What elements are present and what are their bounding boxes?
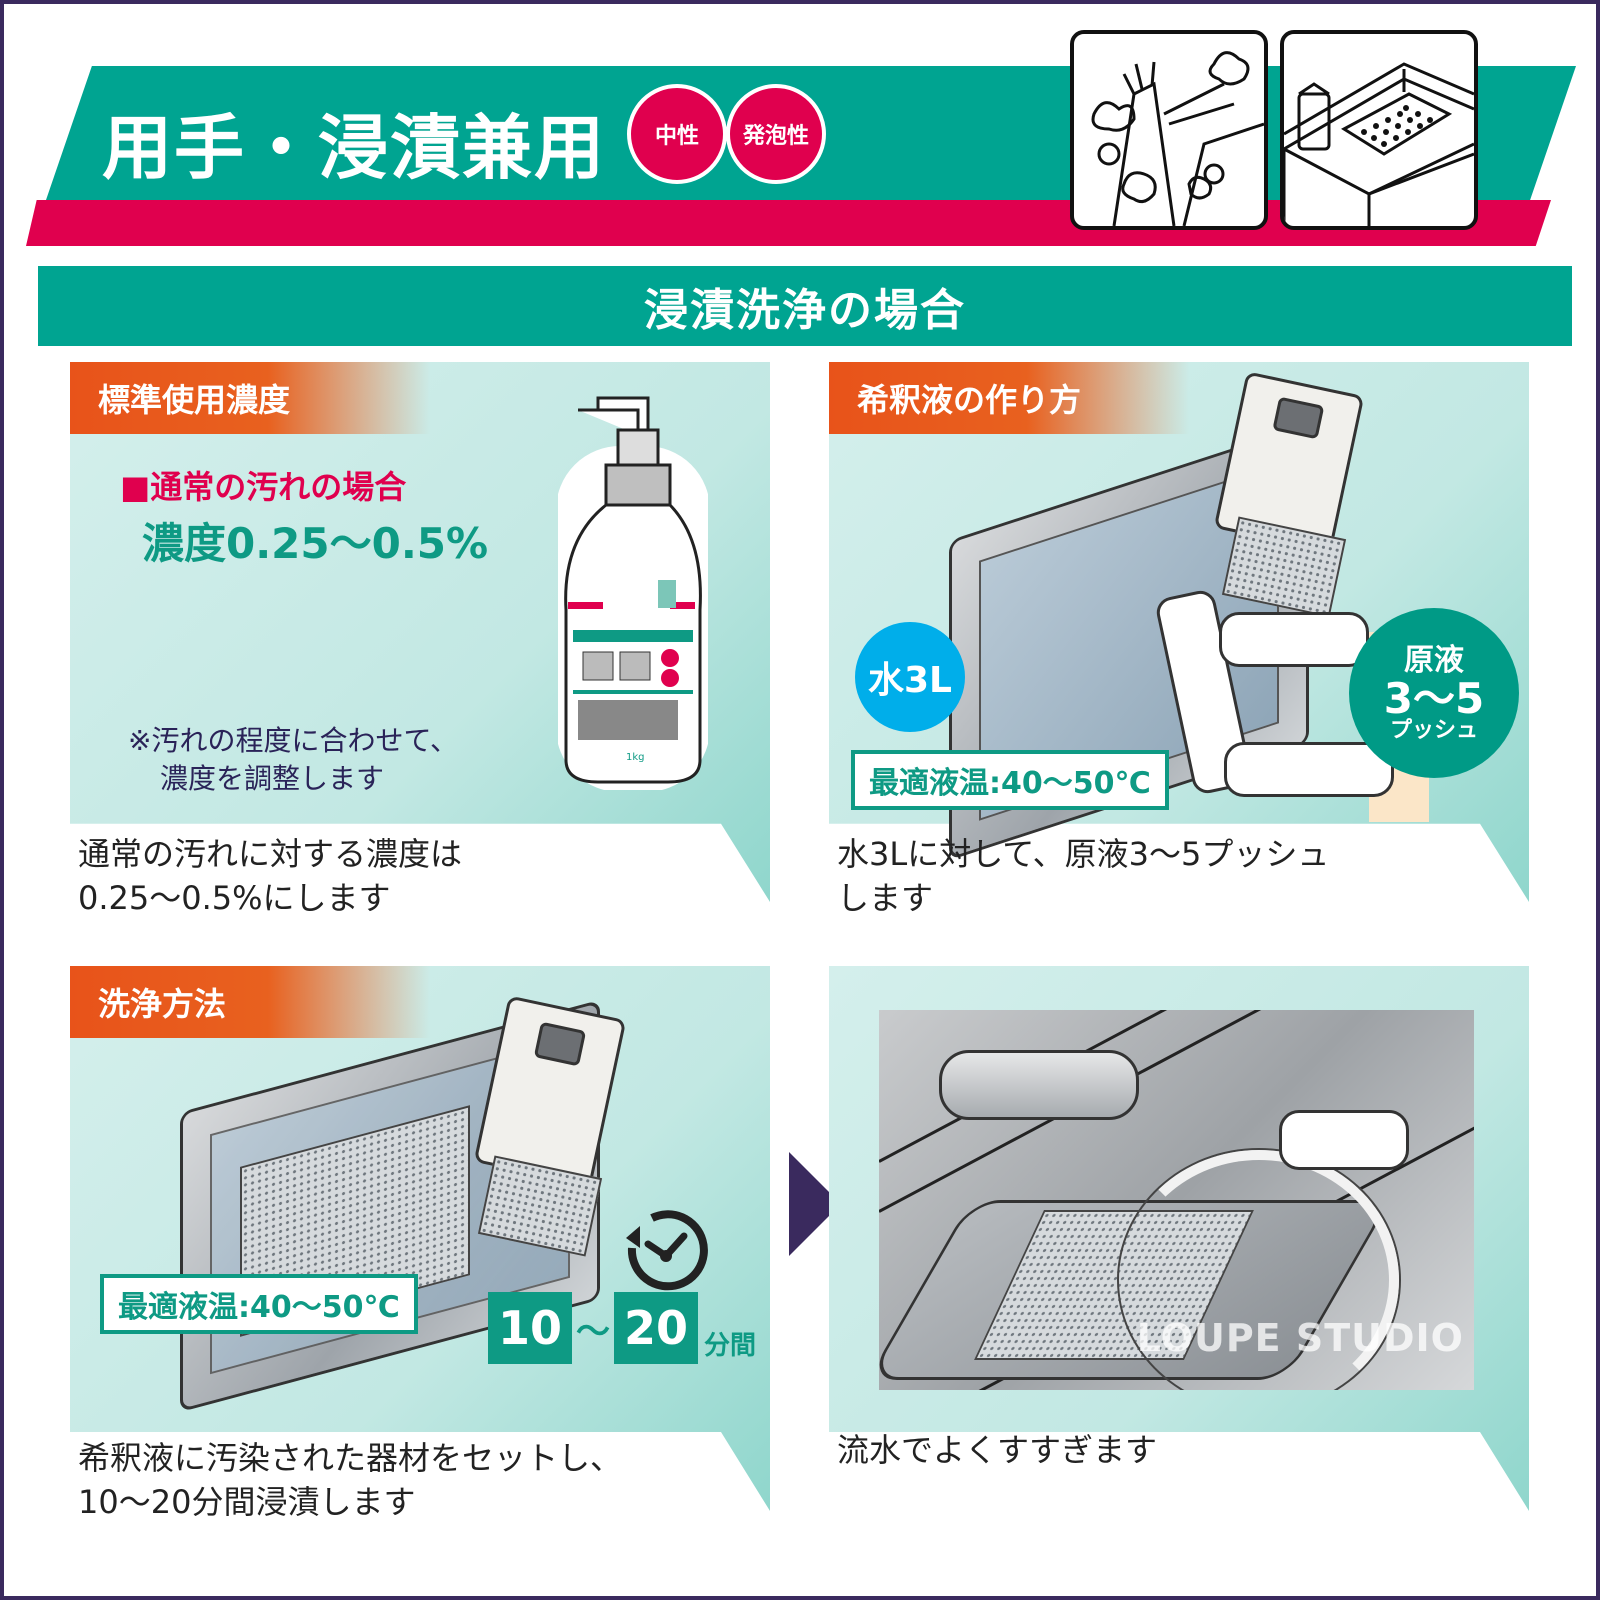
push-unit: プッシュ	[1389, 718, 1478, 743]
note-line: ※汚れの程度に合わせて、	[128, 724, 459, 757]
push-count: 3〜5	[1383, 674, 1485, 723]
caption-line: 水3Lに対して、原液3〜5プッシュ	[837, 835, 1330, 873]
section-title: 浸漬洗浄の場合	[38, 266, 1572, 346]
glove-hand-upper	[1219, 612, 1369, 667]
foaming-badge: 発泡性	[726, 84, 826, 184]
hand-wash-icon	[1070, 30, 1268, 230]
panel-caption: 希釈液に汚染された器材をセットし、 10〜20分間浸漬します	[78, 1436, 622, 1524]
page-title: 用手・浸漬兼用	[102, 107, 606, 189]
panel-rinse: LOUPE STUDIO 流水でよくすすぎます	[829, 966, 1529, 1511]
duration-unit: 分間	[704, 1331, 757, 1361]
concentration-value: 濃度0.25〜0.5%	[142, 519, 489, 568]
clock-timer-icon	[626, 1210, 708, 1291]
duration-indicator: 10 〜 20 分間	[488, 1292, 756, 1364]
caption-line: 希釈液に汚染された器材をセットし、	[78, 1439, 623, 1477]
duration-to: 20	[614, 1292, 699, 1364]
water-amount-bubble: 水3L	[855, 622, 965, 732]
sink-illustration: LOUPE STUDIO	[879, 1010, 1474, 1390]
duration-separator: 〜	[576, 1311, 611, 1352]
neutral-badge: 中性	[627, 84, 727, 184]
panel-dilution: 希釈液の作り方 水3L 原液 3〜5 プッシュ 最適液温:40〜50℃ 水3Lに…	[829, 362, 1529, 917]
panel-caption: 流水でよくすすぎます	[837, 1428, 1157, 1472]
watermark: LOUPE STUDIO	[1136, 1316, 1464, 1360]
shower-hose	[1119, 1150, 1399, 1390]
note-line: 濃度を調整します	[160, 762, 385, 795]
svg-text:1kg: 1kg	[626, 752, 645, 763]
glove-hand-lower	[1224, 742, 1394, 797]
temperature-box: 最適液温:40〜50℃	[100, 1274, 418, 1334]
panel-washing-method: 洗浄方法 10 〜 20 分間 最適液温:40〜50℃ 希釈液に汚染された器材を…	[70, 966, 770, 1521]
glove-hand	[1279, 1110, 1409, 1170]
duration-from: 10	[488, 1292, 573, 1364]
push-count-bubble: 原液 3〜5 プッシュ	[1349, 608, 1519, 778]
panel-standard-concentration: 標準使用濃度 ■通常の汚れの場合 濃度0.25〜0.5% ※汚れの程度に合わせて…	[70, 362, 770, 917]
caption-line: 0.25〜0.5%にします	[78, 879, 391, 917]
faucet	[939, 1050, 1139, 1120]
adjust-note: ※汚れの程度に合わせて、 濃度を調整します	[128, 722, 458, 798]
case-heading: ■通常の汚れの場合	[120, 468, 407, 506]
panel-caption: 通常の汚れに対する濃度は 0.25〜0.5%にします	[78, 832, 462, 920]
pump-bottle-illustration: 1kg	[556, 390, 710, 792]
push-label: 原液	[1404, 643, 1464, 678]
caption-line: します	[837, 879, 934, 917]
immersion-tank-icon	[1280, 30, 1478, 230]
temperature-box: 最適液温:40〜50℃	[851, 750, 1169, 810]
caption-line: 通常の汚れに対する濃度は	[78, 835, 463, 873]
panel-label: 洗浄方法	[70, 966, 430, 1038]
panel-caption: 水3Lに対して、原液3〜5プッシュ します	[837, 832, 1329, 920]
panel-label: 標準使用濃度	[70, 362, 430, 434]
caption-line: 10〜20分間浸漬します	[78, 1483, 416, 1521]
panel-label: 希釈液の作り方	[829, 362, 1189, 434]
caption-line: 流水でよくすすぎます	[837, 1431, 1158, 1469]
